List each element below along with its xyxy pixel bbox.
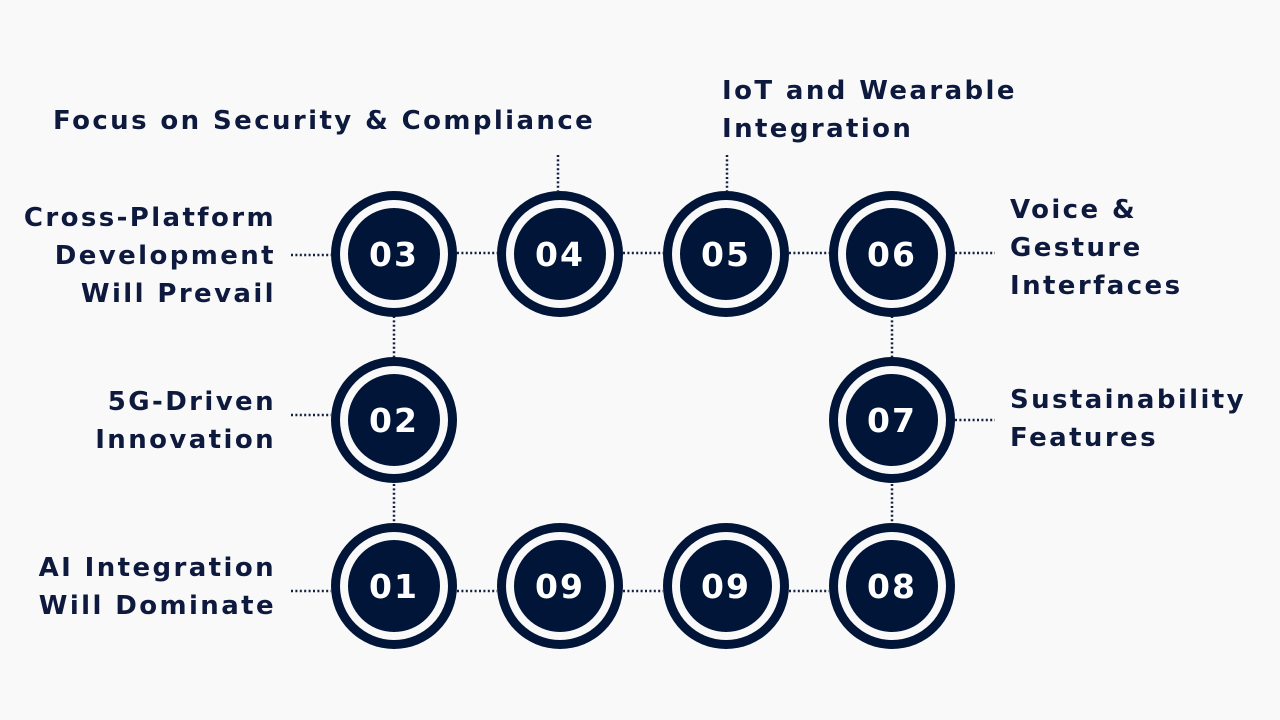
step-node-02: 02 bbox=[331, 357, 457, 483]
step-number-08: 08 bbox=[867, 566, 917, 606]
step-node-09a: 09 bbox=[497, 523, 623, 649]
label-5g-driven: 5G-Driven Innovation bbox=[95, 387, 276, 455]
step-node-05: 05 bbox=[663, 191, 789, 317]
step-node-03: 03 bbox=[331, 191, 457, 317]
step-node-07: 07 bbox=[829, 357, 955, 483]
step-number-05: 05 bbox=[701, 234, 751, 274]
step-node-06: 06 bbox=[829, 191, 955, 317]
step-number-07: 07 bbox=[867, 400, 917, 440]
label-voice-gesture: Voice & Gesture Interfaces bbox=[1010, 195, 1183, 301]
step-number-01: 01 bbox=[369, 566, 419, 606]
step-number-02: 02 bbox=[369, 400, 419, 440]
step-number-04: 04 bbox=[535, 234, 585, 274]
step-node-04: 04 bbox=[497, 191, 623, 317]
step-number-03: 03 bbox=[369, 234, 419, 274]
label-sustainability: Sustainability Features bbox=[1010, 385, 1246, 453]
label-iot: IoT and Wearable Integration bbox=[722, 76, 1017, 144]
step-node-01: 01 bbox=[331, 523, 457, 649]
step-number-09b: 09 bbox=[701, 566, 751, 606]
step-node-09b: 09 bbox=[663, 523, 789, 649]
step-number-06: 06 bbox=[867, 234, 917, 274]
label-ai-integration: AI Integration Will Dominate bbox=[38, 553, 276, 621]
step-number-09a: 09 bbox=[535, 566, 585, 606]
label-security: Focus on Security & Compliance bbox=[53, 106, 596, 136]
label-cross-platform: Cross-Platform Development Will Prevail bbox=[23, 203, 276, 309]
step-node-08: 08 bbox=[829, 523, 955, 649]
